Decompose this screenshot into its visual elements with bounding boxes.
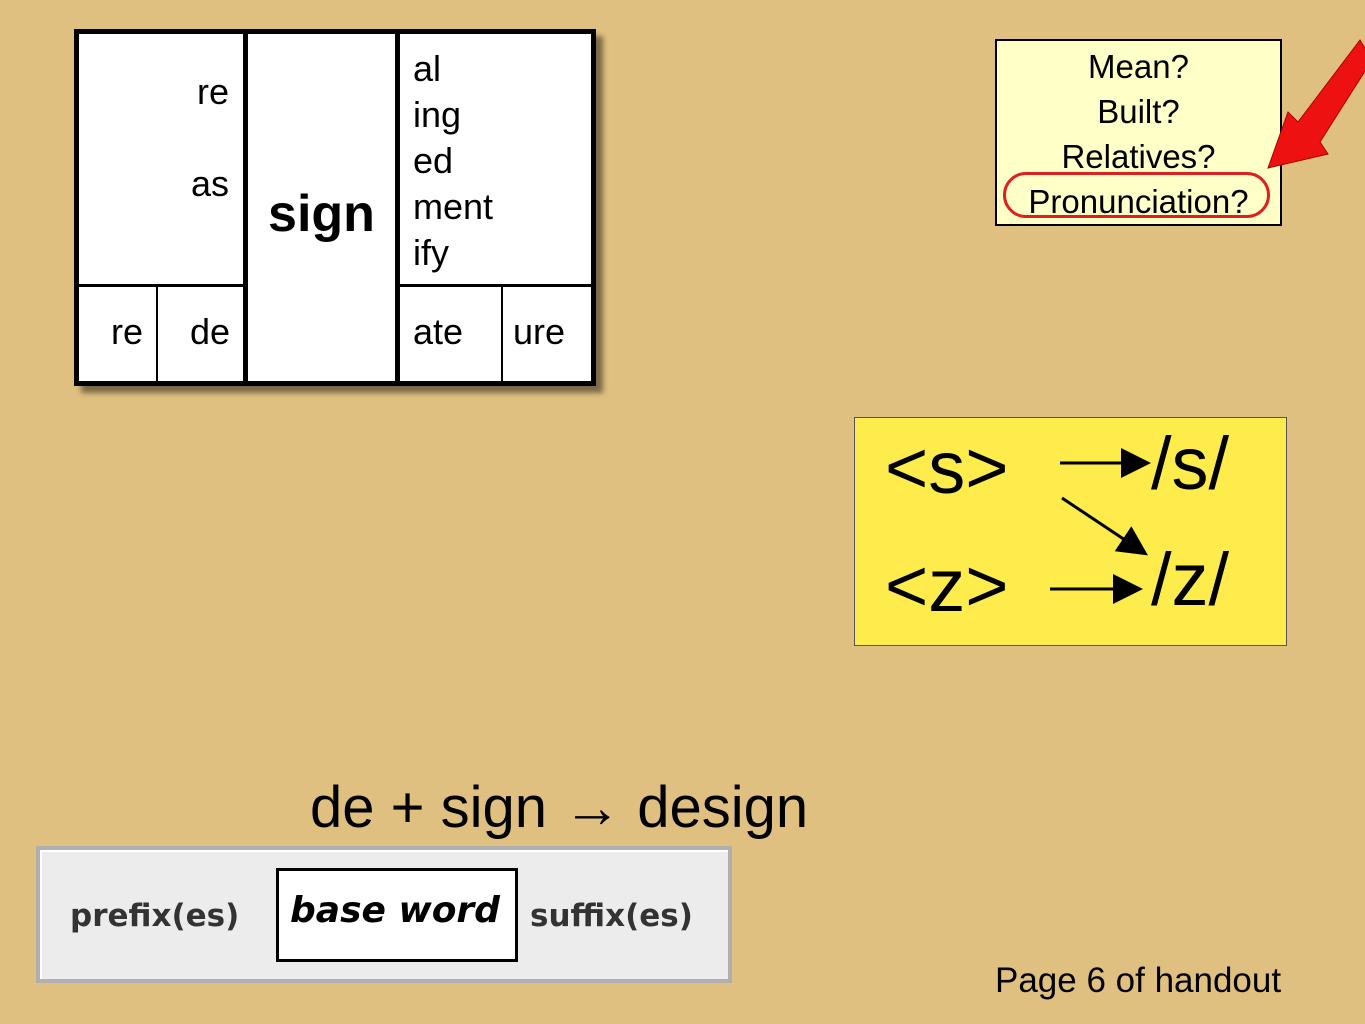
matrix-divider <box>79 284 243 287</box>
grapheme-s: <s> <box>885 426 1009 509</box>
suffix-ure: ure <box>513 311 566 352</box>
question-pronunciation: Pronunciation? <box>1028 183 1249 220</box>
question-built: Built? <box>1097 93 1180 130</box>
prefix-as: as <box>190 163 229 204</box>
legend-base: base word <box>290 890 500 931</box>
suffix-ment: ment <box>413 186 494 227</box>
morpheme-legend: prefix(es) base word suffix(es) <box>36 846 732 983</box>
suffix-ate: ate <box>413 311 464 352</box>
phoneme-z: /z/ <box>1151 538 1230 621</box>
arrow-s-to-z <box>1061 496 1148 556</box>
matrix-divider <box>243 34 248 381</box>
legend-base-frame <box>276 868 518 962</box>
phoneme-s: /s/ <box>1151 422 1230 505</box>
prefix-re: re <box>196 71 229 112</box>
matrix-divider <box>501 287 503 381</box>
matrix-divider <box>400 284 591 287</box>
page-note: Page 6 of handout <box>995 961 1282 1000</box>
suffix-ed: ed <box>413 140 454 181</box>
legend-prefix: prefix(es) <box>70 898 240 934</box>
phoneme-box: <s> <z> /s/ /z/ <box>854 417 1287 646</box>
base-word: sign <box>268 185 375 243</box>
highlight-ring <box>1003 172 1270 218</box>
suffix-al: al <box>413 48 442 89</box>
word-matrix: re as re de sign al ing ed ment ify ate … <box>74 29 596 386</box>
suffix-ing: ing <box>413 94 462 135</box>
question-box: Mean? Built? Relatives? Pronunciation? <box>995 39 1282 226</box>
prefix-de: de <box>189 311 230 352</box>
mapping-arrows <box>1050 448 1151 604</box>
matrix-divider <box>156 287 158 381</box>
suffix-ify: ify <box>413 232 449 273</box>
question-relatives: Relatives? <box>1061 138 1216 175</box>
red-arrow-icon <box>1267 39 1365 169</box>
word-sum: de + sign → design <box>310 775 809 840</box>
grapheme-z: <z> <box>885 544 1009 627</box>
legend-suffix: suffix(es) <box>530 898 693 934</box>
prefix-re-outer: re <box>110 311 143 352</box>
matrix-divider <box>395 34 400 381</box>
question-mean: Mean? <box>1088 48 1189 85</box>
